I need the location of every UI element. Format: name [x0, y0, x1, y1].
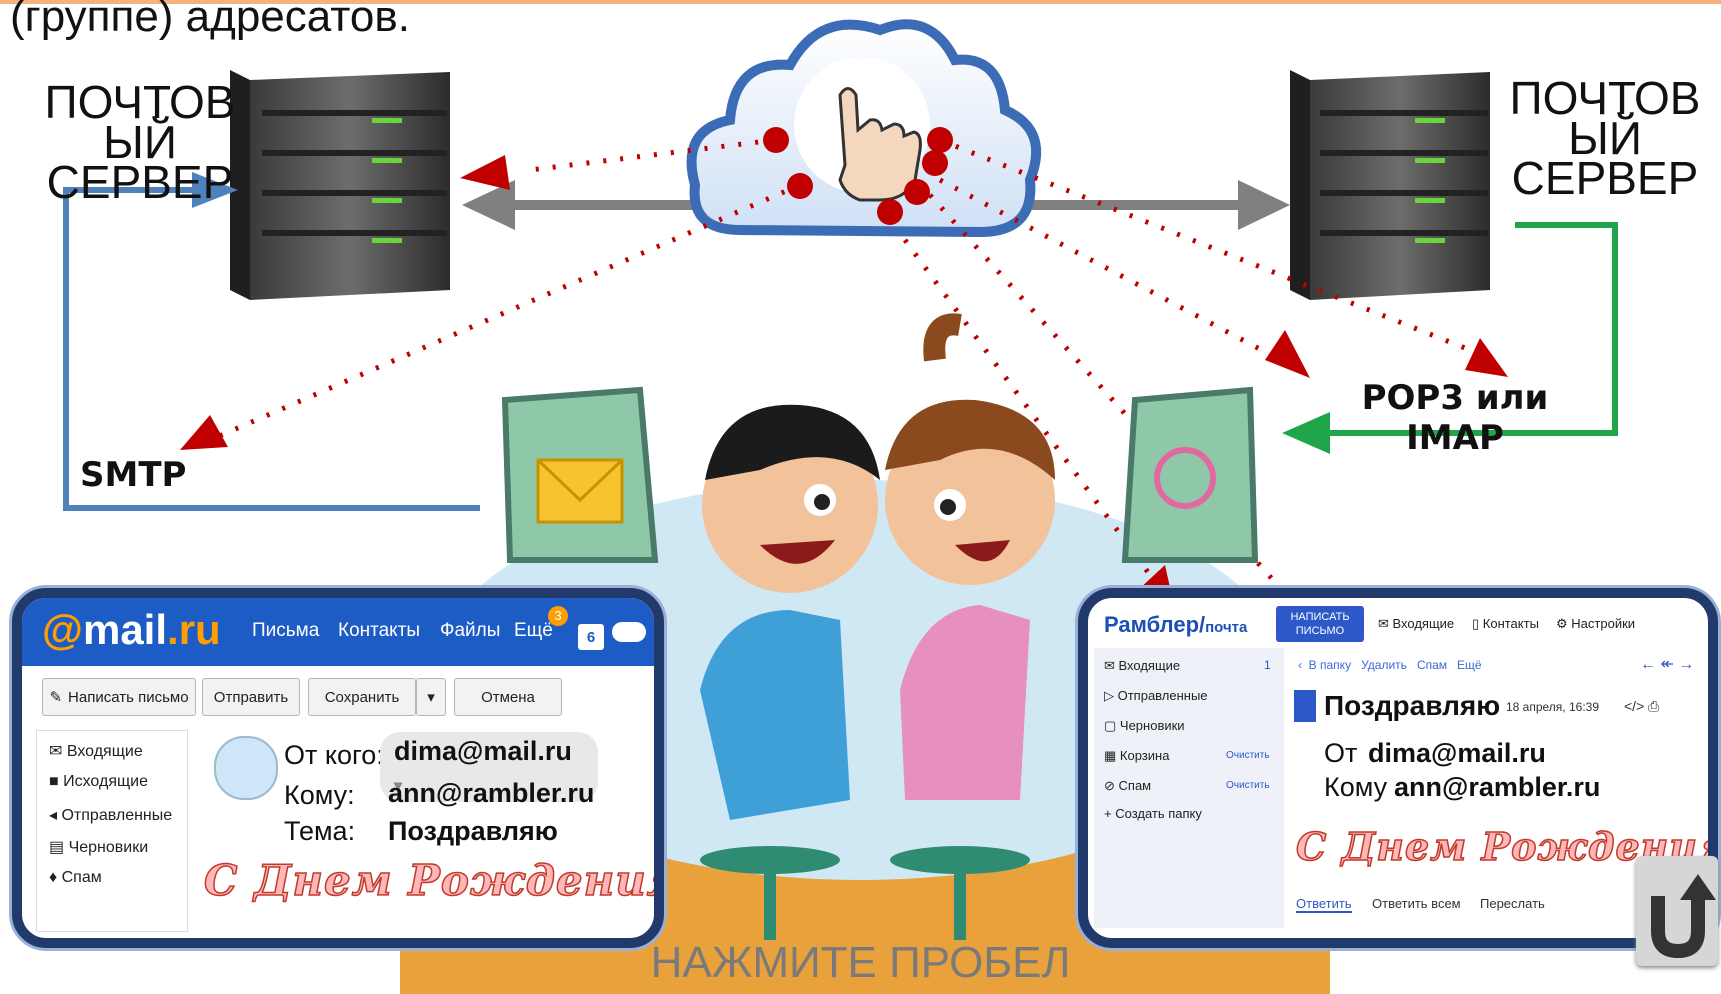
delete-button[interactable]: Удалить: [1361, 658, 1407, 672]
press-space-prompt: НАЖМИТЕ ПРОБЕЛ: [650, 938, 1071, 987]
rambler-folder-list: ✉ Входящие 1 ▷ Отправленные ▢ Черновики …: [1094, 648, 1284, 928]
cancel-button[interactable]: Отмена: [454, 678, 562, 716]
kids-illustration: [700, 313, 1055, 940]
rambler-nav-settings[interactable]: ⚙ Настройки: [1556, 616, 1636, 631]
cloud-icon: [686, 19, 1042, 238]
chevron-down-icon: ▾: [427, 689, 435, 706]
more-button[interactable]: Ещё: [1457, 658, 1482, 672]
from-select[interactable]: dima@mail.ru ▾: [380, 732, 598, 802]
compose-button[interactable]: ✎Написать письмо: [42, 678, 196, 716]
move-to-folder-button[interactable]: В папку: [1308, 658, 1352, 672]
message-subject: Поздравляю: [1324, 690, 1501, 721]
calendar-icon[interactable]: 6: [578, 624, 604, 650]
rambler-folder-spam[interactable]: ⊘ Спам: [1104, 778, 1152, 793]
folder-spam[interactable]: ♦ Спам: [49, 869, 102, 886]
right-server-icon: [1290, 70, 1490, 300]
to-field[interactable]: ann@rambler.ru: [388, 778, 595, 808]
subject-label: Тема:: [284, 816, 356, 846]
save-button[interactable]: Сохранить: [308, 678, 416, 716]
code-view-icon[interactable]: </> ⎙: [1624, 698, 1660, 714]
pop-arrowhead: [1282, 412, 1330, 454]
mailru-nav-contacts[interactable]: Контакты: [338, 620, 421, 641]
internet-arrows: [462, 180, 1290, 230]
reply-all-button[interactable]: Ответить всем: [1372, 896, 1461, 911]
rambler-nav-contacts[interactable]: ▯ Контакты: [1472, 616, 1539, 631]
reply-arrows-icon[interactable]: ← ↞ →: [1640, 656, 1695, 673]
rambler-to-label: Кому: [1324, 772, 1388, 802]
save-dropdown-button[interactable]: ▾: [416, 678, 446, 716]
spam-button[interactable]: Спам: [1416, 658, 1448, 672]
trash-clear-link[interactable]: Очистить: [1226, 750, 1270, 761]
reply-button[interactable]: Ответить: [1296, 896, 1352, 913]
pop3-imap-label: POP3 или IMAP: [1361, 378, 1549, 458]
rambler-logo[interactable]: Рамблер/почта: [1104, 612, 1248, 637]
left-server-icon: [230, 70, 450, 300]
smtp-line: [63, 187, 480, 511]
rambler-folder-trash[interactable]: ▦ Корзина: [1104, 748, 1170, 763]
smtp-label: SMTP: [80, 455, 187, 495]
mailru-nav-files[interactable]: Файлы: [440, 620, 501, 641]
cloud-red-dots: [763, 127, 953, 225]
mailru-header: @mail.ru Письма Контакты Файлы Ещё 3 6: [22, 598, 654, 666]
inbox-count: 1: [1264, 658, 1271, 672]
send-button[interactable]: Отправить: [202, 678, 300, 716]
rambler-from-label: От: [1324, 738, 1358, 768]
return-arrow-icon: [1651, 874, 1716, 959]
right-server-label: ПОЧТОВ ЫЙ СЕРВЕР: [1509, 72, 1701, 204]
folder-outgoing[interactable]: ■ Исходящие: [49, 773, 148, 790]
message-body-greeting[interactable]: С Днем Рождения!: [203, 855, 664, 906]
left-monitor-icon: [501, 386, 659, 563]
rambler-toolbar: ‹ В папку Удалить Спам Ещё: [1298, 658, 1482, 672]
notification-badge: 3: [548, 606, 568, 626]
rambler-folder-sent[interactable]: ▷ Отправленные: [1104, 688, 1208, 703]
mailru-folder-list: ✉ Входящие ■ Исходящие ◂ Отправленные ▤ …: [36, 730, 188, 932]
mailru-nav-letters[interactable]: Письма: [252, 620, 320, 641]
forward-button[interactable]: Переслать: [1480, 896, 1545, 911]
mailru-logo[interactable]: @mail.ru: [42, 606, 221, 653]
avatar: [214, 736, 278, 800]
right-monitor-icon: [1121, 386, 1259, 563]
chevron-down-icon: ▾: [394, 778, 403, 795]
rambler-nav-inbox[interactable]: ✉ Входящие: [1378, 616, 1455, 631]
mailru-compose-window: @mail.ru Письма Контакты Файлы Ещё 3 6 ✎…: [12, 588, 664, 948]
return-button[interactable]: [1636, 856, 1718, 966]
left-server-label: ПОЧТОВ ЫЙ СЕРВЕР: [44, 76, 236, 208]
message-date: 18 апреля, 16:39: [1506, 700, 1599, 714]
from-label: От кого:: [284, 740, 384, 770]
create-folder-link[interactable]: + Создать папку: [1104, 806, 1202, 821]
folder-sent[interactable]: ◂ Отправленные: [49, 807, 173, 824]
cloud-storage-icon[interactable]: [612, 622, 646, 642]
pencil-icon: ✎: [49, 689, 63, 706]
star-flag-icon[interactable]: [1294, 690, 1316, 722]
folder-inbox[interactable]: ✉ Входящие: [49, 743, 143, 760]
rambler-folder-inbox[interactable]: ✉ Входящие: [1104, 658, 1181, 673]
slide-title-fragment: (группе) адресатов.: [10, 0, 410, 41]
to-label: Кому:: [284, 780, 355, 810]
subject-field[interactable]: Поздравляю: [388, 816, 558, 846]
mailru-nav-more[interactable]: Ещё: [514, 620, 553, 641]
rambler-to-value[interactable]: ann@rambler.ru: [1394, 772, 1601, 802]
pop-line: [1320, 222, 1618, 436]
smtp-arrowhead: [192, 172, 238, 208]
slide-top-strip: [0, 0, 1721, 4]
spam-clear-link[interactable]: Очистить: [1226, 780, 1270, 791]
rambler-folder-drafts[interactable]: ▢ Черновики: [1104, 718, 1185, 733]
folder-drafts[interactable]: ▤ Черновики: [49, 839, 149, 856]
rambler-from-value[interactable]: dima@mail.ru: [1368, 738, 1546, 768]
